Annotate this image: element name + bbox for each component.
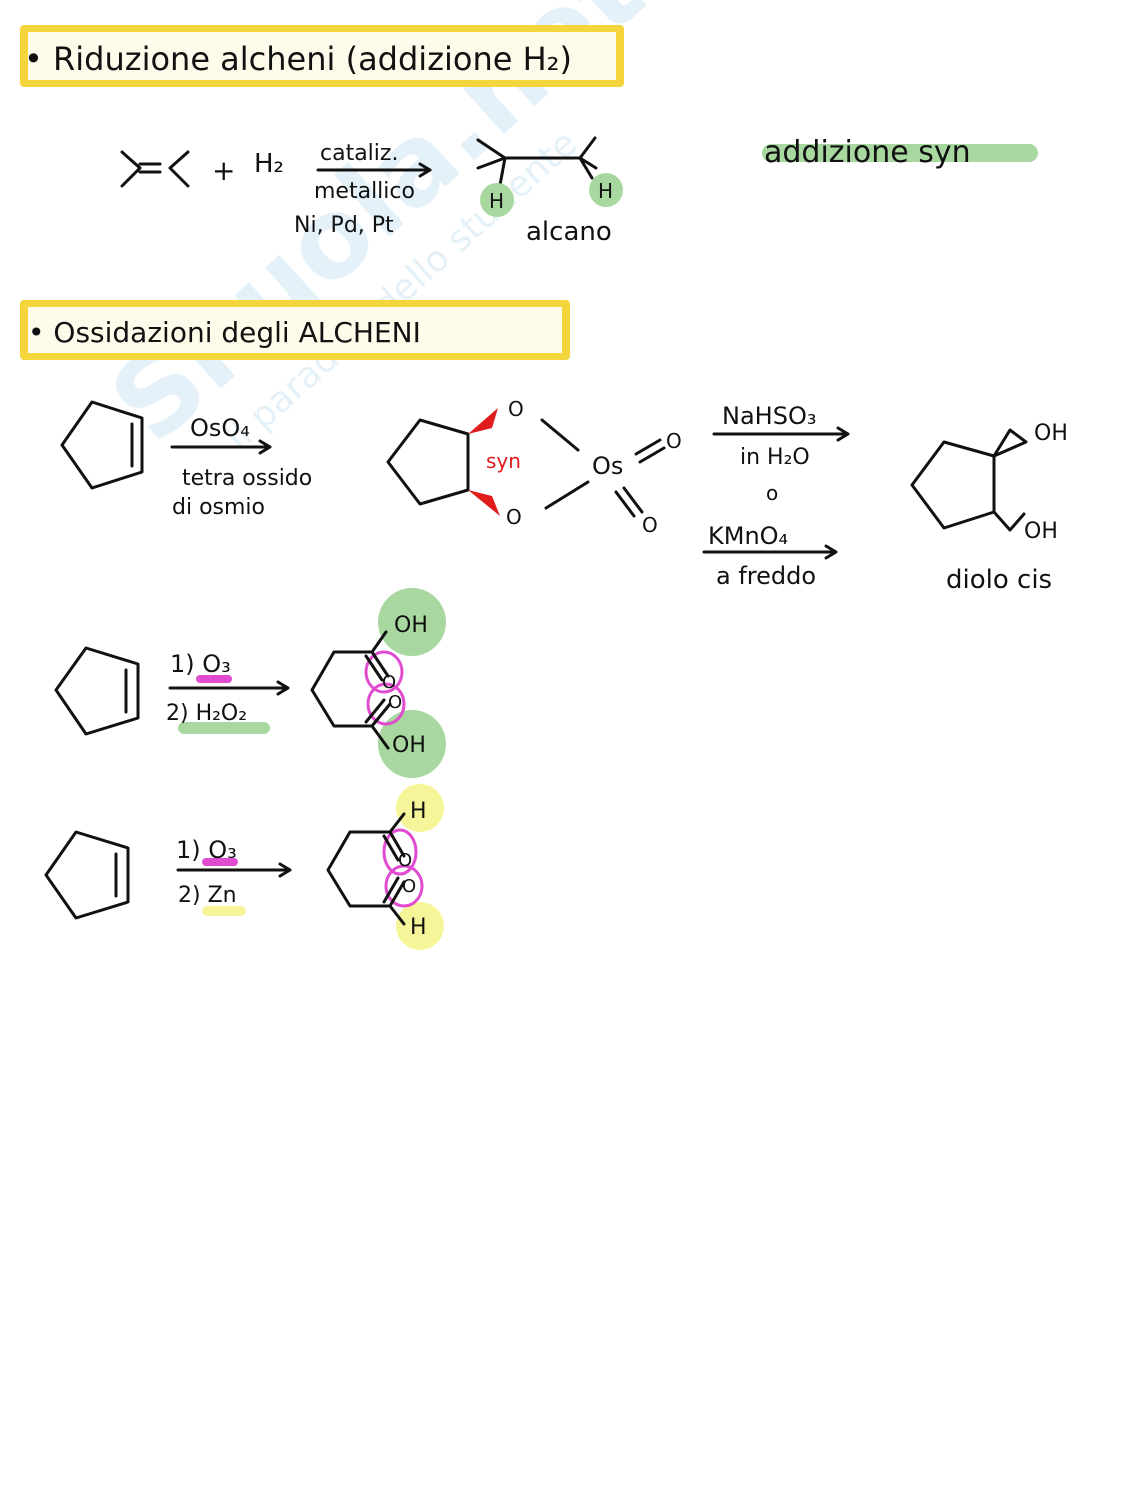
section1-title: • Riduzione alcheni (addizione H₂): [24, 40, 572, 78]
section2-title: • Ossidazioni degli ALCHENI: [28, 316, 421, 349]
cyclopentene-1: [60, 400, 144, 490]
oso4-name-1: tetra ossido: [182, 466, 312, 491]
acid-o-1: O: [382, 672, 396, 693]
cis-diol-label: diolo cis: [946, 565, 1052, 595]
arrow-nahso3: [712, 426, 850, 442]
aldehyde-h-top: H: [410, 799, 427, 824]
in-water: in H₂O: [740, 445, 810, 470]
ozone-step-2: 1) O₃: [176, 836, 237, 864]
arrow-label-bottom: metallico: [314, 179, 415, 204]
ester-o-bottom: O: [506, 505, 522, 529]
syn-label: syn: [486, 449, 521, 473]
kmno4-reagent: KMnO₄: [708, 522, 788, 550]
osmate-ester: [386, 408, 666, 518]
aldehyde-o-1: O: [398, 850, 412, 871]
os-o-down: O: [642, 513, 658, 537]
acid-oh-bottom: OH: [392, 733, 426, 758]
plus-sign: +: [212, 154, 235, 187]
diol-oh-bottom: OH: [1024, 519, 1058, 544]
syn-highlight: [762, 144, 1038, 162]
o3-highlight: [196, 675, 232, 683]
zinc-step: 2) Zn: [178, 883, 237, 908]
nahso3-reagent: NaHSO₃: [722, 402, 816, 430]
alkene-structure: [120, 150, 190, 188]
h-left: H: [489, 189, 504, 213]
syn-addition-note: addizione syn: [764, 135, 971, 170]
alkane-structure: [476, 136, 623, 217]
dialdehyde-structure: [326, 784, 444, 950]
section2-title-bg: [28, 307, 562, 353]
arrow-ozonolysis-reductive: [176, 862, 292, 878]
cis-diol-structure: [910, 428, 1028, 532]
cold-label: a freddo: [716, 562, 816, 590]
arrow-kmno4: [702, 544, 838, 560]
h2o2-highlight: [178, 722, 270, 734]
h-right: H: [598, 179, 613, 203]
acid-oh-top: OH: [394, 613, 428, 638]
osmium-label: Os: [592, 452, 623, 480]
diacid-structure: [310, 588, 446, 778]
zn-highlight: [202, 906, 246, 916]
ozone-step: 1) O₃: [170, 650, 231, 678]
catalysts: Ni, Pd, Pt: [294, 213, 394, 238]
aldehyde-o-2: O: [402, 876, 416, 897]
peroxide-step: 2) H₂O₂: [166, 701, 247, 726]
diol-oh-top: OH: [1034, 421, 1068, 446]
or-label: o: [766, 481, 778, 505]
os-o-right: O: [666, 429, 682, 453]
arrow-label-top: cataliz.: [320, 141, 398, 166]
arrow-ozonolysis-oxidative: [168, 680, 290, 696]
oso4-reagent: OsO₄: [190, 414, 250, 442]
oso4-name-2: di osmio: [172, 495, 265, 520]
o3-highlight-2: [202, 858, 238, 866]
reaction-arrow: [316, 162, 432, 178]
cyclopentene-2: [54, 646, 140, 736]
section1-title-bg: [28, 32, 616, 80]
acid-o-2: O: [388, 692, 402, 713]
arrow-oso4: [170, 439, 272, 455]
ester-o-top: O: [508, 397, 524, 421]
aldehyde-h-bottom: H: [410, 915, 427, 940]
h2-reagent: H₂: [254, 149, 284, 179]
cyclopentene-3: [44, 830, 130, 920]
alkane-label: alcano: [526, 217, 612, 247]
